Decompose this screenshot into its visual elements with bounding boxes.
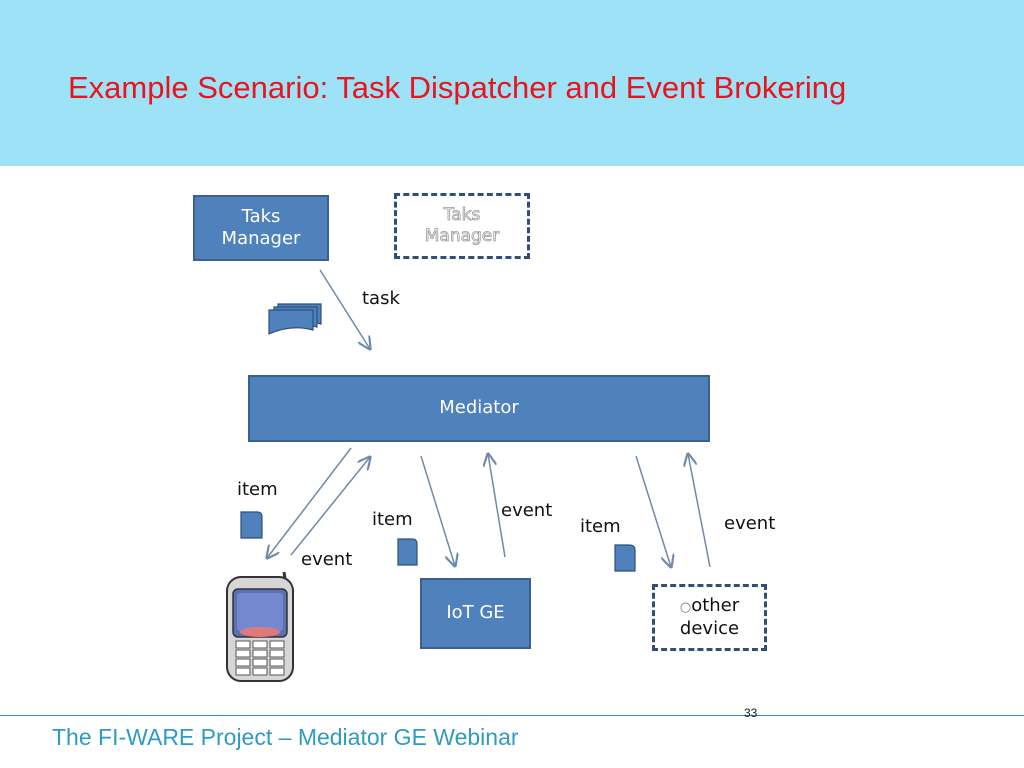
other-device-text: other device: [679, 595, 740, 639]
edge-label-event-other: event: [724, 513, 776, 534]
task-manager-ghost-label: Taks Manager: [424, 204, 500, 246]
mediator-label: Mediator: [439, 397, 519, 419]
other-device-label: ○other device: [680, 595, 739, 640]
footer-text: The FI-WARE Project – Mediator GE Webina…: [52, 724, 519, 750]
item-icon: [240, 511, 263, 539]
item-icon: [397, 538, 418, 566]
other-device-box: ○other device: [652, 584, 767, 651]
other-device-bullet: ○: [679, 600, 692, 615]
task-manager-ghost-box: Taks Manager: [394, 193, 530, 259]
mediator-box: Mediator: [248, 375, 710, 442]
arrow-other-to-mediator: [688, 454, 711, 568]
task-document-icon: [268, 303, 322, 335]
arrow-task-to-mediator: [319, 269, 370, 349]
item-icon: [614, 544, 636, 572]
edge-label-event-iot: event: [501, 500, 553, 521]
iot-ge-box: IoT GE: [420, 578, 531, 649]
edge-label-event-mobile: event: [301, 549, 353, 570]
footer-divider: [0, 715, 1024, 716]
slide-header: Example Scenario: Task Dispatcher and Ev…: [0, 0, 1024, 166]
edge-label-task: task: [362, 288, 400, 309]
arrow-mediator-to-iot: [420, 455, 455, 566]
arrow-mediator-to-other: [635, 455, 671, 567]
task-manager-label: Taks Manager: [221, 205, 301, 250]
mobile-phone-icon: [226, 571, 294, 682]
arrow-iot-to-mediator: [488, 454, 506, 558]
edge-label-item-mobile: item: [237, 479, 278, 500]
edge-label-item-other: item: [580, 516, 621, 537]
page-number: 33: [744, 706, 758, 720]
arrow-mobile-to-mediator: [290, 457, 370, 556]
iot-ge-label: IoT GE: [446, 602, 505, 624]
edge-label-item-iot: item: [372, 509, 413, 530]
arrow-mediator-to-mobile: [267, 447, 352, 558]
task-manager-box: Taks Manager: [193, 195, 329, 261]
slide-title: Example Scenario: Task Dispatcher and Ev…: [68, 70, 847, 105]
